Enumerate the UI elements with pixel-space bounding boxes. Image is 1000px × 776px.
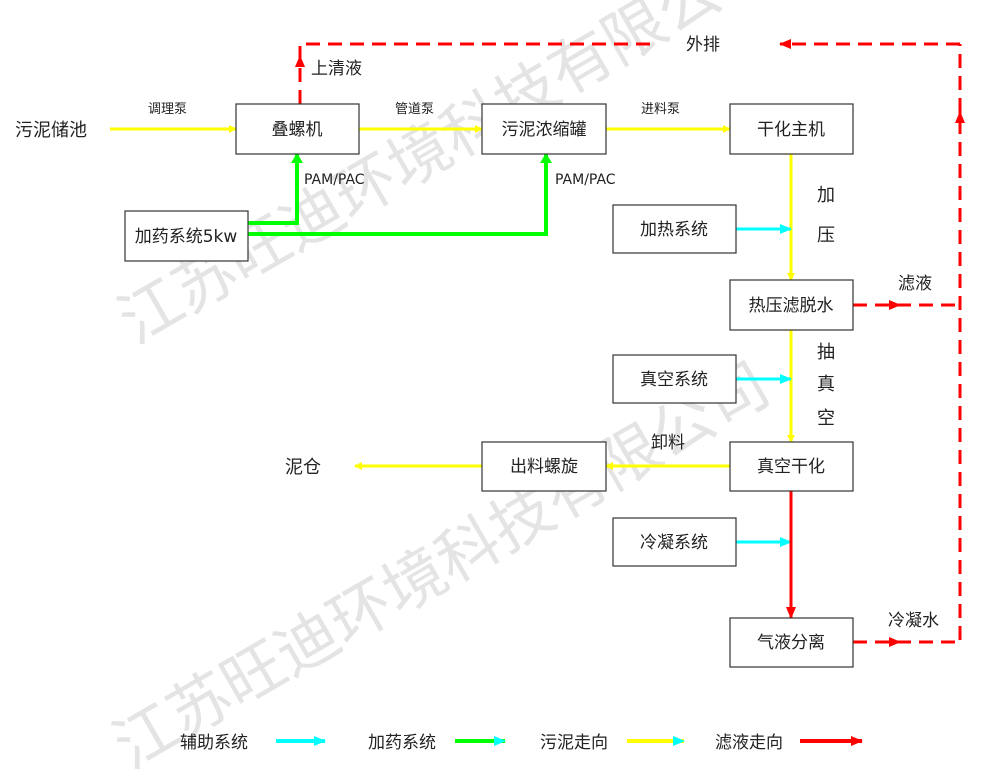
box-condense-system: 冷凝系统 [612, 517, 737, 567]
legend-label: 加药系统 [368, 733, 436, 753]
box-label: 真空系统 [640, 370, 708, 390]
label-vacuum: 抽 [817, 342, 835, 363]
sludge-flow-lines [110, 125, 795, 470]
label-pressurize: 加 [817, 185, 835, 206]
filtrate-line [298, 42, 650, 60]
label-pump: 调理泵 [148, 102, 187, 117]
legend-item-chem: 加药系统 [368, 733, 506, 753]
label-vacuum: 空 [817, 408, 835, 429]
label-pressurize: 压 [817, 225, 835, 246]
label-silo: 泥仓 [285, 457, 321, 478]
box-label: 污泥浓缩罐 [502, 120, 587, 140]
label-discharge: 外排 [686, 35, 720, 55]
flow-labels: 污泥储池 泥仓 调理泵 管道泵 进料泵 PAM/PAC PAM/PAC 加 压 … [15, 35, 939, 631]
box-label: 叠螺机 [272, 120, 323, 140]
watermark-text-1: 江苏旺迪环境科技有限公司 [106, 0, 787, 358]
label-unload: 卸料 [651, 433, 685, 453]
chem-arrow [248, 153, 303, 225]
label-pump: 管道泵 [395, 102, 434, 117]
box-dryer-main: 干化主机 [729, 103, 854, 155]
label-vacuum: 真 [817, 374, 835, 395]
box-separator: 气液分离 [729, 617, 854, 668]
flow-lines [110, 39, 965, 647]
box-vacuum-dry: 真空干化 [729, 441, 854, 492]
label-condensate: 冷凝水 [888, 611, 939, 631]
aux-flow-lines [736, 224, 792, 547]
box-label: 冷凝系统 [640, 533, 708, 553]
legend-item-sludge: 污泥走向 [540, 733, 685, 753]
box-label: 真空干化 [757, 457, 825, 477]
label-filtrate: 滤液 [898, 274, 932, 294]
box-label: 气液分离 [757, 633, 825, 653]
box-label: 加药系统5kw [135, 227, 238, 247]
label-pump: 进料泵 [641, 102, 680, 117]
box-dosing: 加药系统5kw [124, 210, 249, 262]
chem-arrow [248, 153, 552, 236]
box-label: 热压滤脱水 [749, 296, 834, 316]
legend-item-filtrate: 滤液走向 [715, 733, 863, 753]
process-boxes: 叠螺机 污泥浓缩罐 干化主机 加药系统5kw 加热系统 热压滤脱水 真空系统 真… [124, 103, 854, 668]
box-discharge: 出料螺旋 [481, 441, 607, 492]
box-hot-press: 热压滤脱水 [729, 279, 854, 331]
box-heating: 加热系统 [612, 204, 737, 254]
box-label: 干化主机 [757, 120, 825, 140]
box-thickener: 污泥浓缩罐 [481, 103, 607, 155]
box-screw-press: 叠螺机 [235, 103, 360, 155]
box-label: 出料螺旋 [510, 457, 578, 477]
legend-label: 污泥走向 [540, 733, 608, 753]
box-label: 加热系统 [640, 220, 708, 240]
legend-item-aux: 辅助系统 [180, 733, 326, 753]
chem-flow-lines [248, 153, 552, 236]
label-pam: PAM/PAC [304, 172, 365, 188]
label-pam: PAM/PAC [555, 172, 616, 188]
legend: 辅助系统 加药系统 污泥走向 滤液走向 [180, 733, 863, 753]
legend-label: 辅助系统 [180, 733, 248, 753]
legend-label: 滤液走向 [715, 733, 783, 753]
label-supernatant: 上清液 [311, 59, 362, 79]
filtrate-flow-lines [295, 39, 965, 647]
box-vacuum-system: 真空系统 [612, 354, 737, 404]
label-storage: 污泥储池 [15, 120, 87, 141]
